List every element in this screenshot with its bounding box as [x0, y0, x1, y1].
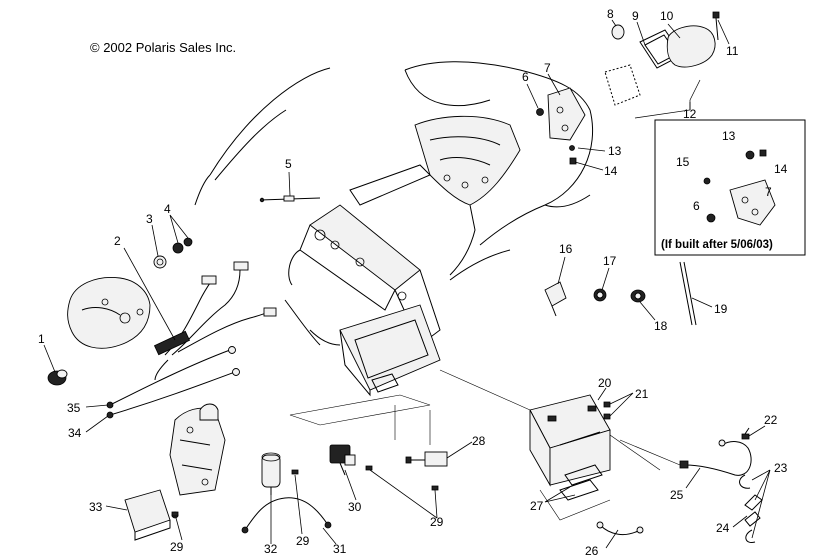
callout-10: 10	[660, 9, 674, 23]
callout-21: 21	[635, 387, 649, 401]
callout-15: 15	[676, 155, 690, 169]
callout-19: 19	[714, 302, 728, 316]
leader-lines	[43, 19, 771, 549]
callout-25: 25	[670, 488, 684, 502]
callout-24: 24	[716, 521, 730, 535]
cable-26	[596, 521, 644, 536]
frame	[284, 164, 441, 397]
callout-35: 35	[67, 401, 81, 415]
callout-30: 30	[348, 500, 362, 514]
clips	[739, 474, 763, 544]
battery	[529, 394, 611, 487]
callout-3: 3	[146, 212, 153, 226]
callout-14-inset: 14	[774, 162, 788, 176]
bolt-22	[741, 427, 750, 440]
callout-7-inset: 7	[765, 185, 772, 199]
callout-1: 1	[38, 332, 45, 346]
cables-34-35	[106, 346, 240, 419]
callout-11: 11	[726, 44, 739, 58]
callout-28: 28	[472, 434, 486, 448]
callout-12: 12	[683, 107, 697, 121]
ignition-coil	[261, 452, 281, 495]
callout-16: 16	[559, 242, 573, 256]
callout-4: 4	[164, 202, 171, 216]
callout-22: 22	[764, 413, 778, 427]
cdi-box	[124, 489, 179, 541]
switch-parts	[153, 237, 193, 269]
copyright-notice: © 2002 Polaris Sales Inc.	[90, 40, 237, 55]
headlight-pod	[47, 277, 151, 386]
callout-29-left: 29	[170, 540, 184, 554]
callout-23: 23	[774, 461, 788, 475]
body-panel-outline	[194, 61, 594, 281]
callout-6: 6	[522, 70, 529, 84]
screws-29	[171, 465, 439, 517]
callout-18: 18	[654, 319, 668, 333]
callout-9: 9	[632, 9, 639, 23]
guide-lines	[289, 79, 701, 521]
callout-27: 27	[530, 499, 544, 513]
small-parts	[544, 261, 697, 326]
inset-box	[654, 119, 806, 256]
callout-13: 13	[608, 144, 622, 158]
callout-29-mid: 29	[296, 534, 310, 548]
callout-7: 7	[544, 61, 551, 75]
inset-note: (If built after 5/06/03)	[661, 239, 773, 251]
callout-8: 8	[607, 7, 614, 21]
callout-6-inset: 6	[693, 199, 700, 213]
module-28	[405, 451, 448, 467]
rear-fender	[414, 115, 521, 276]
wiring-harness	[153, 261, 277, 381]
battery-pads	[559, 464, 603, 501]
callout-20: 20	[598, 376, 612, 390]
callout-31: 31	[333, 542, 347, 556]
mounting-bracket	[169, 403, 226, 496]
callout-13-inset: 13	[722, 129, 736, 143]
ground-wire	[241, 497, 332, 534]
callout-33: 33	[89, 500, 103, 514]
callout-32: 32	[264, 542, 278, 556]
taillight-parts	[536, 11, 720, 165]
battery-cable	[679, 439, 752, 476]
battery-bolts	[603, 401, 611, 420]
callout-14: 14	[604, 164, 618, 178]
relay	[329, 444, 356, 476]
callout-labels: 1 2 3 4 5 6 7 8 9 10 11 12 13 14 13 14 1…	[38, 7, 788, 558]
callout-2: 2	[114, 234, 121, 248]
callout-26: 26	[585, 544, 599, 558]
callout-5: 5	[285, 157, 292, 171]
callout-34: 34	[68, 426, 82, 440]
wire-5	[259, 195, 321, 203]
callout-29-right: 29	[430, 515, 444, 529]
callout-17: 17	[603, 254, 617, 268]
